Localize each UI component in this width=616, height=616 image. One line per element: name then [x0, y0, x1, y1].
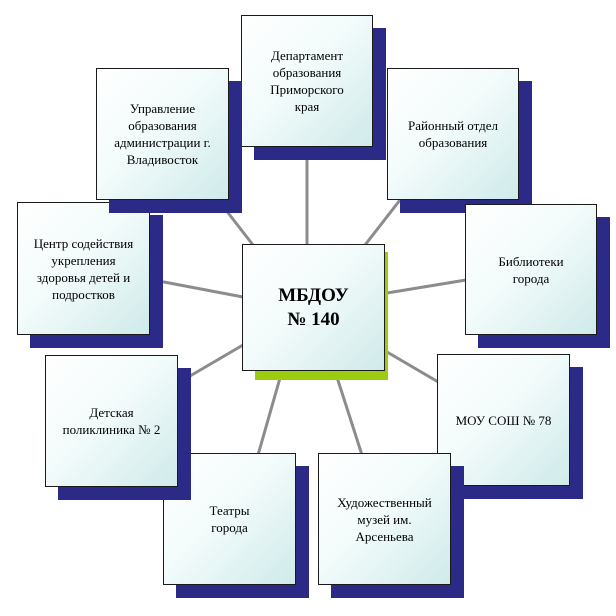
node-label-health-center: Центр содействия укрепления здоровья дет…	[33, 235, 134, 302]
node-box: Управление образования администрации г. …	[96, 68, 229, 200]
node-libraries: Библиотеки города	[465, 204, 610, 348]
node-label-libraries: Библиотеки города	[498, 253, 564, 286]
link-libraries	[385, 278, 468, 295]
link-school	[385, 350, 442, 385]
link-clinic	[188, 343, 245, 378]
node-label-clinic: Детская поликлиника № 2	[62, 405, 161, 437]
node-school: МОУ СОШ № 78	[437, 354, 585, 499]
node-box: Детская поликлиника № 2	[45, 355, 178, 487]
center-node-label: МБДОУ № 140	[278, 284, 349, 330]
node-admin: Управление образования администрации г. …	[96, 68, 244, 213]
center-node: МБДОУ № 140	[242, 244, 388, 380]
node-box: Художественный музей им. Арсеньева	[318, 453, 451, 585]
center-node-box: МБДОУ № 140	[242, 244, 385, 371]
node-rayon: Районный отдел образования	[387, 68, 532, 213]
node-box: Департамент образования Приморского края	[241, 15, 373, 147]
node-museum: Художественный музей им. Арсеньева	[318, 453, 466, 598]
node-health-center: Центр содействия укрепления здоровья дет…	[17, 202, 165, 348]
node-clinic: Детская поликлиника № 2	[45, 355, 192, 500]
node-label-admin: Управление образования администрации г. …	[114, 101, 211, 167]
node-label-museum: Художественный музей им. Арсеньева	[337, 494, 432, 544]
link-rayon	[363, 198, 402, 247]
node-label-school: МОУ СОШ № 78	[455, 412, 552, 428]
node-box: Центр содействия укрепления здоровья дет…	[17, 202, 150, 335]
link-museum	[333, 369, 364, 457]
node-label-department: Департамент образования Приморского края	[270, 48, 344, 114]
node-department: Департамент образования Приморского края	[241, 15, 386, 160]
node-box: МОУ СОШ № 78	[437, 354, 570, 486]
node-box: Районный отдел образования	[387, 68, 519, 200]
node-box: Библиотеки города	[465, 204, 597, 335]
link-theatres	[256, 369, 284, 457]
node-label-rayon: Районный отдел образования	[407, 118, 499, 150]
node-theatres: Театры города	[163, 453, 311, 598]
node-label-theatres: Театры города	[209, 503, 250, 535]
link-health-center	[162, 280, 245, 299]
